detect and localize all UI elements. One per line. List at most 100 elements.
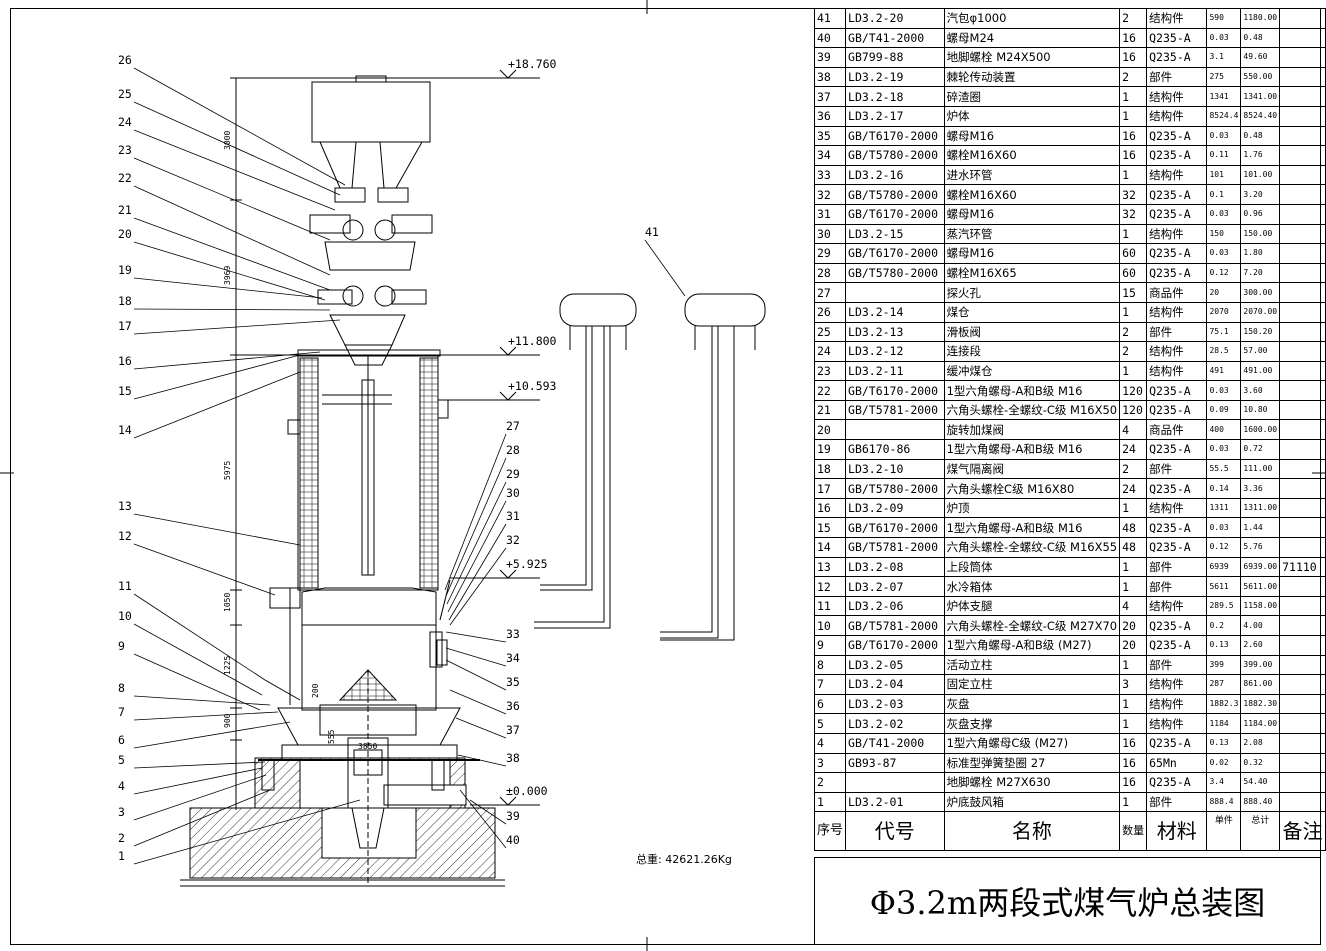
bom-cell-total: 8524.40 bbox=[1240, 105, 1281, 127]
balloon-number: 11 bbox=[118, 579, 132, 593]
bom-cell-total: 3.60 bbox=[1240, 380, 1281, 401]
bom-cell-remark bbox=[1279, 693, 1326, 715]
bom-cell-code: GB/T5780-2000 bbox=[845, 262, 945, 284]
dimension-lines bbox=[230, 77, 242, 810]
bom-cell-total: 1.44 bbox=[1240, 517, 1281, 539]
bom-cell-no: 24 bbox=[813, 341, 847, 362]
bom-cell-name: 灰盘 bbox=[943, 693, 1121, 715]
bom-cell-name: 汽包φ1000 bbox=[943, 8, 1121, 29]
balloon-number: 41 bbox=[645, 225, 659, 239]
bom-cell-total: 101.00 bbox=[1240, 164, 1281, 186]
bom-cell-qty: 2 bbox=[1119, 458, 1148, 480]
balloon-number: 39 bbox=[506, 809, 520, 823]
bom-cell-code bbox=[845, 772, 945, 793]
bom-cell-code bbox=[845, 282, 945, 303]
balloon-number: 22 bbox=[118, 171, 132, 185]
bom-cell-code: LD3.2-18 bbox=[845, 86, 945, 107]
bom-cell-material: Q235-A bbox=[1146, 125, 1208, 147]
bom-cell-qty: 16 bbox=[1119, 27, 1148, 49]
bom-cell-name: 进水环管 bbox=[943, 164, 1121, 186]
bom-cell-qty: 2 bbox=[1119, 321, 1148, 343]
balloon-leader-line bbox=[133, 129, 336, 211]
bom-cell-name: 1型六角螺母-A和B级 M16 bbox=[943, 380, 1121, 401]
bom-cell-remark bbox=[1279, 360, 1326, 382]
bom-cell-name: 水冷箱体 bbox=[943, 576, 1121, 597]
bom-cell-code: LD3.2-16 bbox=[845, 164, 945, 186]
bom-cell-code: LD3.2-12 bbox=[845, 341, 945, 362]
balloon-number: 13 bbox=[118, 499, 132, 513]
bom-cell-remark bbox=[1279, 105, 1326, 127]
balloon-leader-line bbox=[445, 659, 507, 691]
bom-cell-material: Q235-A bbox=[1146, 478, 1208, 499]
bom-cell-unit: 287 bbox=[1206, 674, 1242, 695]
balloon-leader-line bbox=[449, 689, 507, 715]
balloon-leader-line bbox=[133, 185, 331, 276]
bom-cell-remark bbox=[1279, 595, 1326, 617]
bom-cell-unit: 20 bbox=[1206, 282, 1242, 303]
bom-cell-no: 1 bbox=[813, 791, 847, 813]
bom-cell-remark bbox=[1279, 478, 1326, 499]
bom-cell-total: 49.60 bbox=[1240, 47, 1281, 68]
bom-cell-code bbox=[845, 419, 945, 441]
bom-cell-total: 150.00 bbox=[1240, 223, 1281, 245]
bom-cell-total: 4.00 bbox=[1240, 615, 1281, 636]
water-jacket bbox=[264, 579, 451, 711]
bom-cell-unit: 400 bbox=[1206, 419, 1242, 441]
bom-cell-no: 31 bbox=[813, 203, 847, 225]
bom-cell-total: 399.00 bbox=[1240, 654, 1281, 676]
bom-cell-remark bbox=[1279, 517, 1326, 539]
bom-cell-total: 1158.00 bbox=[1240, 595, 1281, 617]
balloon-leader-line bbox=[444, 433, 507, 591]
bom-cell-remark bbox=[1279, 27, 1326, 49]
bom-cell-total: 0.48 bbox=[1240, 125, 1281, 147]
bom-cell-qty: 60 bbox=[1119, 243, 1148, 264]
bom-cell-unit: 55.5 bbox=[1206, 458, 1242, 480]
balloon-number: 36 bbox=[506, 699, 520, 713]
bom-cell-no: 4 bbox=[813, 732, 847, 754]
balloon-leader-line bbox=[446, 481, 507, 605]
elevation-label: +10.593 bbox=[508, 379, 557, 393]
bom-cell-unit: 0.13 bbox=[1206, 635, 1242, 656]
bom-cell-no: 6 bbox=[813, 693, 847, 715]
bom-cell-material: Q235-A bbox=[1146, 615, 1208, 636]
bom-cell-remark bbox=[1279, 615, 1326, 636]
bom-cell-remark bbox=[1279, 576, 1326, 597]
bom-cell-unit: 0.03 bbox=[1206, 27, 1242, 49]
bom-cell-total: 5611.00 bbox=[1240, 576, 1281, 597]
bom-cell-material: Q235-A bbox=[1146, 27, 1208, 49]
bom-cell-qty: 1 bbox=[1119, 556, 1148, 578]
bom-cell-unit: 150 bbox=[1206, 223, 1242, 245]
bom-cell-name: 炉体支腿 bbox=[943, 595, 1121, 617]
balloon-number: 12 bbox=[118, 529, 132, 543]
bom-cell-qty: 60 bbox=[1119, 262, 1148, 284]
bom-header-qty: 数量 bbox=[1119, 811, 1148, 852]
bom-cell-total: 491.00 bbox=[1240, 360, 1281, 382]
bom-cell-unit: 1341 bbox=[1206, 86, 1242, 107]
bom-cell-material: Q235-A bbox=[1146, 635, 1208, 656]
upper-shell bbox=[287, 349, 449, 591]
bom-cell-no: 38 bbox=[813, 66, 847, 88]
bom-cell-qty: 16 bbox=[1119, 772, 1148, 793]
balloon-number: 5 bbox=[118, 753, 125, 767]
balloon-number: 19 bbox=[118, 263, 132, 277]
bom-cell-material: 结构件 bbox=[1146, 105, 1208, 127]
balloon-leader-line bbox=[133, 711, 279, 721]
bom-cell-name: 螺栓M16X60 bbox=[943, 145, 1121, 166]
balloon-leader-line bbox=[449, 547, 507, 626]
bom-cell-remark bbox=[1279, 654, 1326, 676]
bom-header-no: 序号 bbox=[813, 811, 847, 852]
bom-cell-no: 18 bbox=[813, 458, 847, 480]
bom-cell-no: 35 bbox=[813, 125, 847, 147]
balloon-number: 38 bbox=[506, 751, 520, 765]
bom-cell-code: LD3.2-06 bbox=[845, 595, 945, 617]
bom-cell-name: 六角头螺栓-全螺纹-C级 M16X55 bbox=[943, 537, 1121, 558]
bom-cell-material: 结构件 bbox=[1146, 497, 1208, 519]
bom-cell-code: GB/T41-2000 bbox=[845, 27, 945, 49]
bom-cell-qty: 16 bbox=[1119, 145, 1148, 166]
